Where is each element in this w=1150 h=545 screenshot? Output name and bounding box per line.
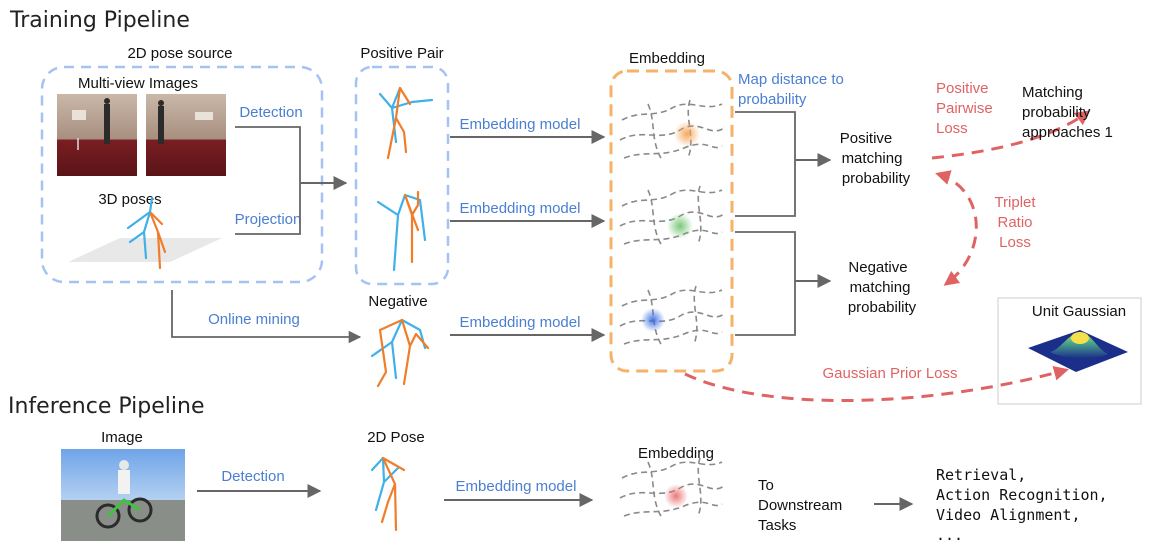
unit-gaussian-surface [1028,330,1128,372]
negative-matching-line3: probability [848,299,917,316]
positive-matching-line1: Positive [840,130,893,147]
approaches-line2: probability [1022,104,1091,121]
pairwise-loss-line1: Positive [936,80,989,97]
inference-image-label: Image [101,429,143,446]
pairwise-loss-line3: Loss [936,120,968,137]
pairwise-loss-arrow [931,110,1091,160]
multiview-image-2 [146,94,226,176]
embedding-model-label-1: Embedding model [460,116,581,133]
embedding-manifold-3 [619,285,725,347]
negative-matching-line1: Negative [848,259,907,276]
inference-title: Inference Pipeline [8,394,204,419]
inference-pose [370,456,406,532]
positive-pair-box [354,65,450,286]
inference-embedding-manifold [619,457,725,519]
inference-detection-label: Detection [221,468,284,485]
positive-matching-line3: probability [842,170,911,187]
gaussian-prior-arrow [684,365,1069,402]
projection-label: Projection [235,211,302,228]
multiview-label: Multi-view Images [78,75,198,92]
triplet-loss-arrow [935,170,978,286]
poses3d-label: 3D poses [98,191,161,208]
detection-label: Detection [239,104,302,121]
triplet-line1: Triplet [994,194,1036,211]
detection-line [235,126,301,183]
downstream-line3: Tasks [758,517,796,534]
task-ellipsis: ... [936,526,963,544]
positive-pair-title: Positive Pair [360,45,443,62]
embedding-title: Embedding [629,50,705,67]
online-mining-arrow [171,290,362,344]
triplet-line2: Ratio [997,214,1032,231]
negative-matching-line2: matching [850,279,911,296]
task-video-alignment: Video Alignment, [936,506,1081,524]
task-retrieval: Retrieval, [936,466,1026,484]
negative-label: Negative [368,293,427,310]
approaches-line1: Matching [1022,84,1083,101]
map-distance-line1: Map distance to [738,71,844,88]
downstream-line2: Downstream [758,497,842,514]
positive-pose-1 [378,86,434,160]
inference-embedding-title: Embedding [638,445,714,462]
negative-pose [370,318,430,388]
map-distance-line2: probability [738,91,807,108]
embedding-manifold-2 [619,185,725,247]
online-mining-label: Online mining [208,311,300,328]
negative-bracket [735,231,796,336]
unit-gaussian-title: Unit Gaussian [1032,303,1126,320]
downstream-line1: To [758,477,774,494]
pose3d-skeleton [126,196,167,270]
triplet-line3: Loss [999,234,1031,251]
positive-pose-2 [376,190,427,272]
embedding-box [609,69,734,373]
pose-source-title: 2D pose source [127,45,232,62]
projection-line [235,183,301,235]
multiview-image-1 [57,94,137,176]
task-action-recognition: Action Recognition, [936,486,1108,504]
embedding-manifold-1 [619,99,725,161]
gaussian-prior-label: Gaussian Prior Loss [822,365,957,382]
approaches-line3: approaches 1 [1022,124,1113,141]
positive-matching-line2: matching [842,150,903,167]
positive-bracket [735,111,796,217]
embedding-model-label-2: Embedding model [460,200,581,217]
embedding-model-label-3: Embedding model [460,314,581,331]
inference-pose-label: 2D Pose [367,429,425,446]
inference-embedding-model-label: Embedding model [456,478,577,495]
training-title: Training Pipeline [9,8,190,33]
inference-image [61,449,185,541]
pairwise-loss-line2: Pairwise [936,100,993,117]
